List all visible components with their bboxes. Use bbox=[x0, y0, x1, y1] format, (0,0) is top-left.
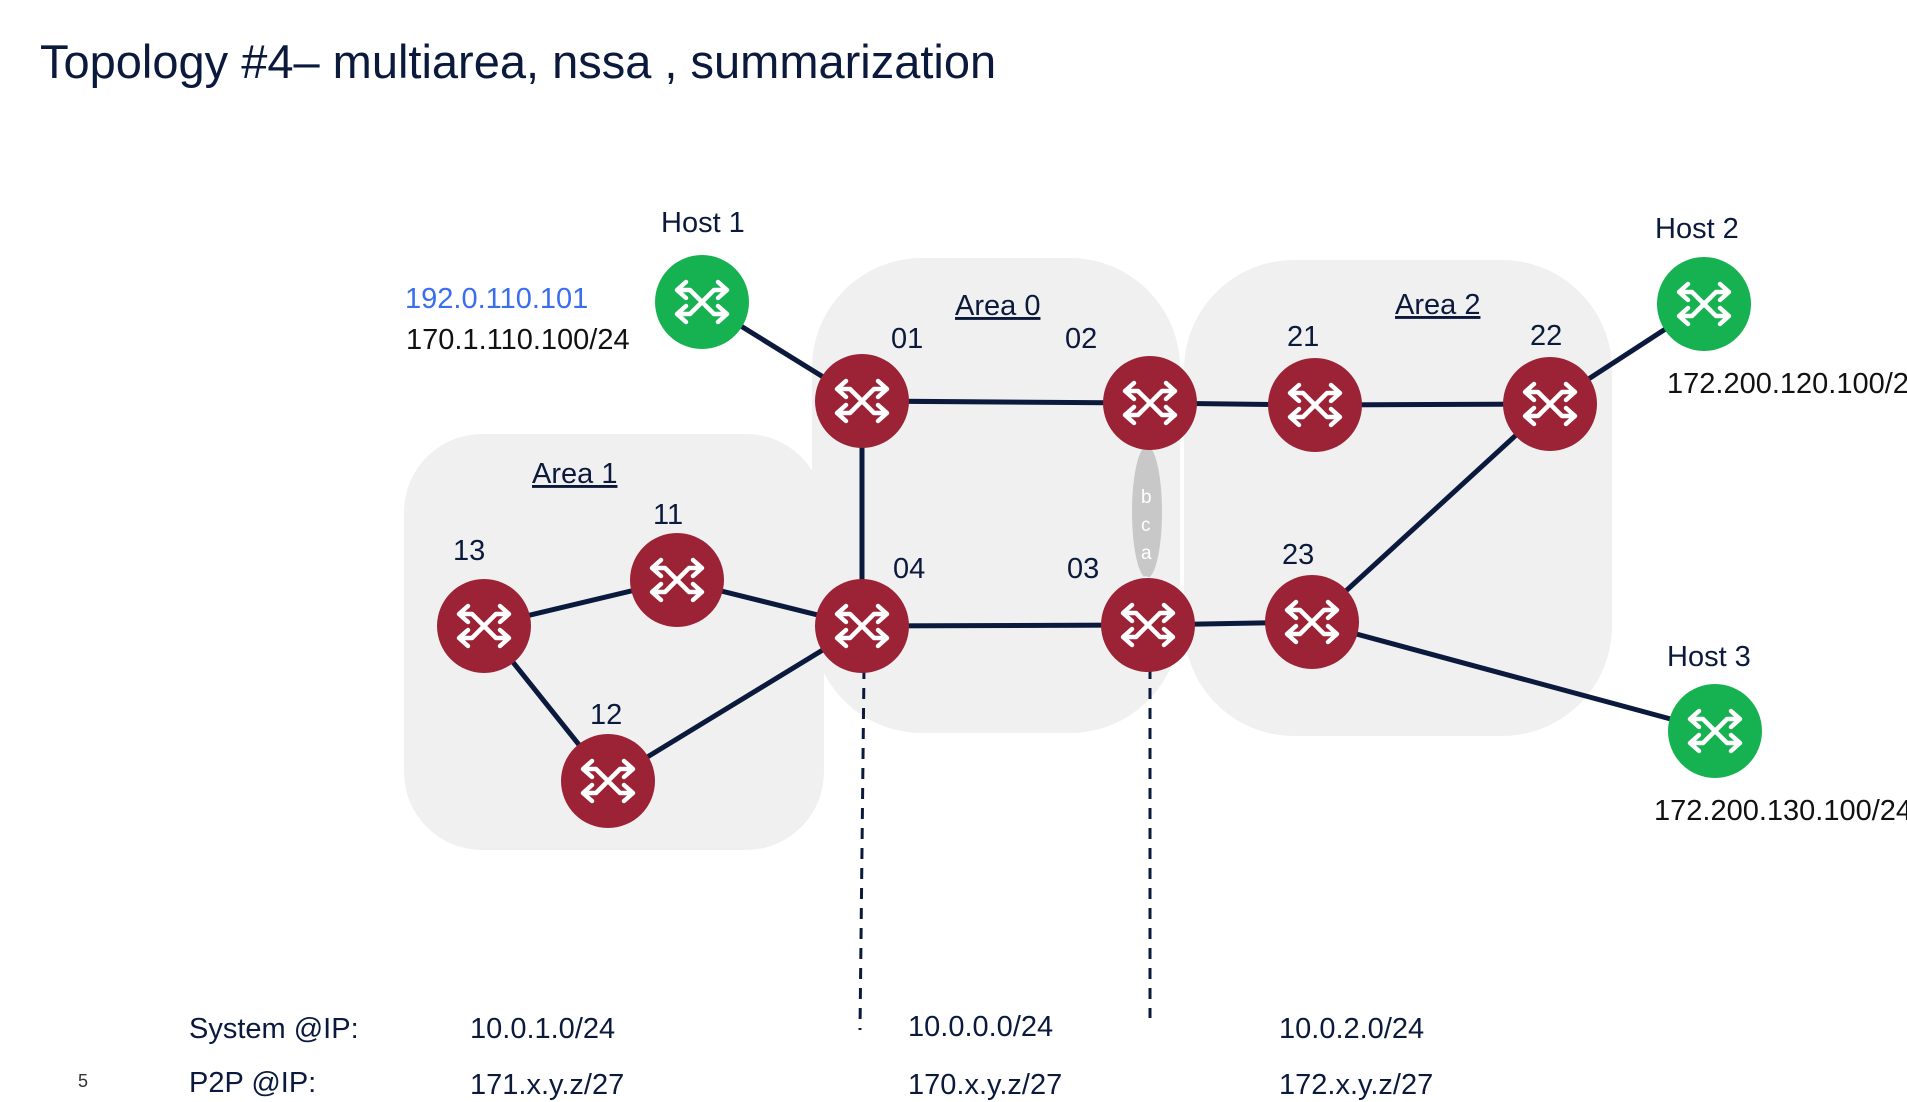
link-23-h3 bbox=[1311, 619, 1716, 734]
host-h2[interactable] bbox=[1657, 257, 1751, 351]
router-label-12: 12 bbox=[590, 699, 622, 731]
host-1-ip-secondary: 170.1.110.100/24 bbox=[406, 324, 630, 356]
link-12-04 bbox=[606, 623, 864, 784]
areas-layer bbox=[404, 258, 1612, 850]
bcast-ellipse bbox=[1132, 446, 1162, 578]
router-label-21: 21 bbox=[1287, 321, 1319, 353]
host-3-ip: 172.200.130.100/24 bbox=[1654, 795, 1907, 827]
system-ip-area-2: 10.0.2.0/24 bbox=[1279, 1013, 1424, 1045]
router-02[interactable] bbox=[1103, 356, 1197, 450]
p2p-ip-label: P2P @IP: bbox=[189, 1067, 316, 1099]
link-04-03 bbox=[861, 622, 1149, 629]
p2p-ip-area-0: 170.x.y.z/27 bbox=[908, 1069, 1062, 1101]
bcast-char: a bbox=[1141, 543, 1152, 564]
system-ip-area-0: 10.0.0.0/24 bbox=[908, 1011, 1053, 1043]
system-ip-label: System @IP: bbox=[189, 1013, 359, 1045]
area-1-region bbox=[404, 434, 824, 850]
host-1-ip-primary: 192.0.110.101 bbox=[405, 283, 588, 315]
area-separators bbox=[858, 667, 1152, 1031]
router-label-03: 03 bbox=[1067, 553, 1099, 585]
separator-line-1 bbox=[858, 667, 866, 1031]
router-22[interactable] bbox=[1503, 357, 1597, 451]
router-label-23: 23 bbox=[1282, 539, 1314, 571]
page-number: 5 bbox=[78, 1071, 89, 1091]
router-21[interactable] bbox=[1268, 358, 1362, 452]
page-title: Topology #4– multiarea, nssa , summariza… bbox=[40, 35, 997, 88]
router-label-13: 13 bbox=[453, 535, 485, 567]
host-3-label: Host 3 bbox=[1667, 641, 1751, 673]
link-01-02 bbox=[861, 398, 1151, 406]
nodes-layer bbox=[437, 255, 1762, 828]
link-23-22 bbox=[1310, 402, 1552, 624]
router-label-04: 04 bbox=[893, 553, 925, 585]
router-label-01: 01 bbox=[891, 323, 923, 355]
router-03[interactable] bbox=[1101, 578, 1195, 672]
router-12[interactable] bbox=[561, 734, 655, 828]
router-label-22: 22 bbox=[1530, 320, 1562, 352]
router-01[interactable] bbox=[815, 354, 909, 448]
host-2-ip: 172.200.120.100/24 bbox=[1667, 368, 1907, 400]
router-23[interactable] bbox=[1265, 575, 1359, 669]
p2p-ip-area-2: 172.x.y.z/27 bbox=[1279, 1069, 1433, 1101]
bcast-char: c bbox=[1141, 515, 1151, 536]
router-11[interactable] bbox=[630, 533, 724, 627]
host-2-label: Host 2 bbox=[1655, 213, 1739, 245]
host-1-label: Host 1 bbox=[661, 207, 745, 239]
bcast-char: b bbox=[1141, 487, 1152, 508]
router-04[interactable] bbox=[815, 579, 909, 673]
area-2-label: Area 2 bbox=[1395, 289, 1480, 321]
router-13[interactable] bbox=[437, 579, 531, 673]
router-label-02: 02 bbox=[1065, 323, 1097, 355]
host-h1[interactable] bbox=[655, 255, 749, 349]
system-ip-area-1: 10.0.1.0/24 bbox=[470, 1013, 615, 1045]
area-0-label: Area 0 bbox=[955, 290, 1040, 322]
p2p-ip-area-1: 171.x.y.z/27 bbox=[470, 1069, 624, 1101]
host-h3[interactable] bbox=[1668, 684, 1762, 778]
area-1-label: Area 1 bbox=[532, 458, 617, 490]
router-label-11: 11 bbox=[653, 499, 683, 531]
